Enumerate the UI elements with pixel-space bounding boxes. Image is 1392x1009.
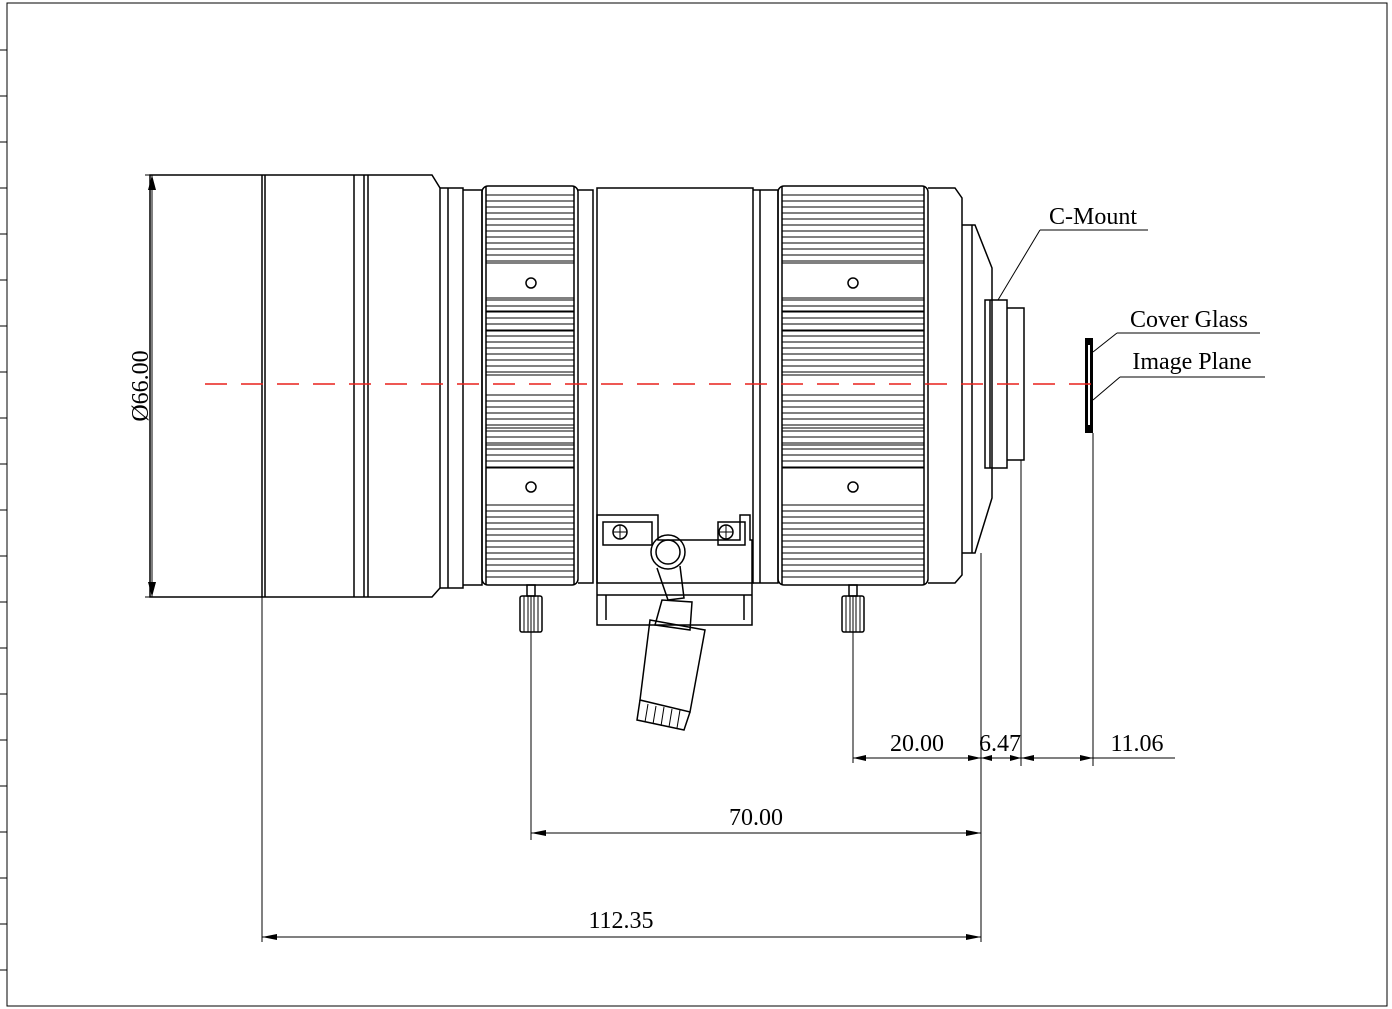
motor-cable [636,534,706,731]
motor-bracket [596,514,753,626]
cover-glass-label: Cover Glass [1130,307,1248,333]
dimension-112-35: 112.35 [262,908,981,940]
image-plane-label: Image Plane [1132,349,1251,375]
focus-ring [481,185,579,586]
dim-112-35-label: 112.35 [588,908,653,934]
focus-lock-screw [519,584,543,633]
iris-lock-screw [841,584,865,633]
dim-11-06-label: 11.06 [1110,731,1163,757]
cover-glass-callout: Cover Glass [1092,307,1260,353]
dimension-6-47: 6.47 [979,731,1021,761]
iris-ring [777,185,929,586]
diameter-label: Ø66.00 [128,350,154,421]
dimension-20: 20.00 [853,731,981,761]
c-mount-callout: C-Mount [997,204,1148,301]
middle-body [578,187,779,584]
dimension-70: 70.00 [531,805,981,836]
dim-20-label: 20.00 [890,731,944,757]
dimension-11-06: 11.06 [1021,731,1175,761]
extension-lines [261,433,1094,942]
sensor [1085,338,1093,433]
dim-70-label: 70.00 [729,805,783,831]
diameter-dimension: Ø66.00 [128,174,156,598]
lens-front-barrel [149,174,483,598]
dim-6-47-label: 6.47 [979,731,1021,757]
image-plane-callout: Image Plane [1092,349,1265,401]
rear-body [928,187,993,584]
c-mount-label: C-Mount [1049,204,1137,230]
